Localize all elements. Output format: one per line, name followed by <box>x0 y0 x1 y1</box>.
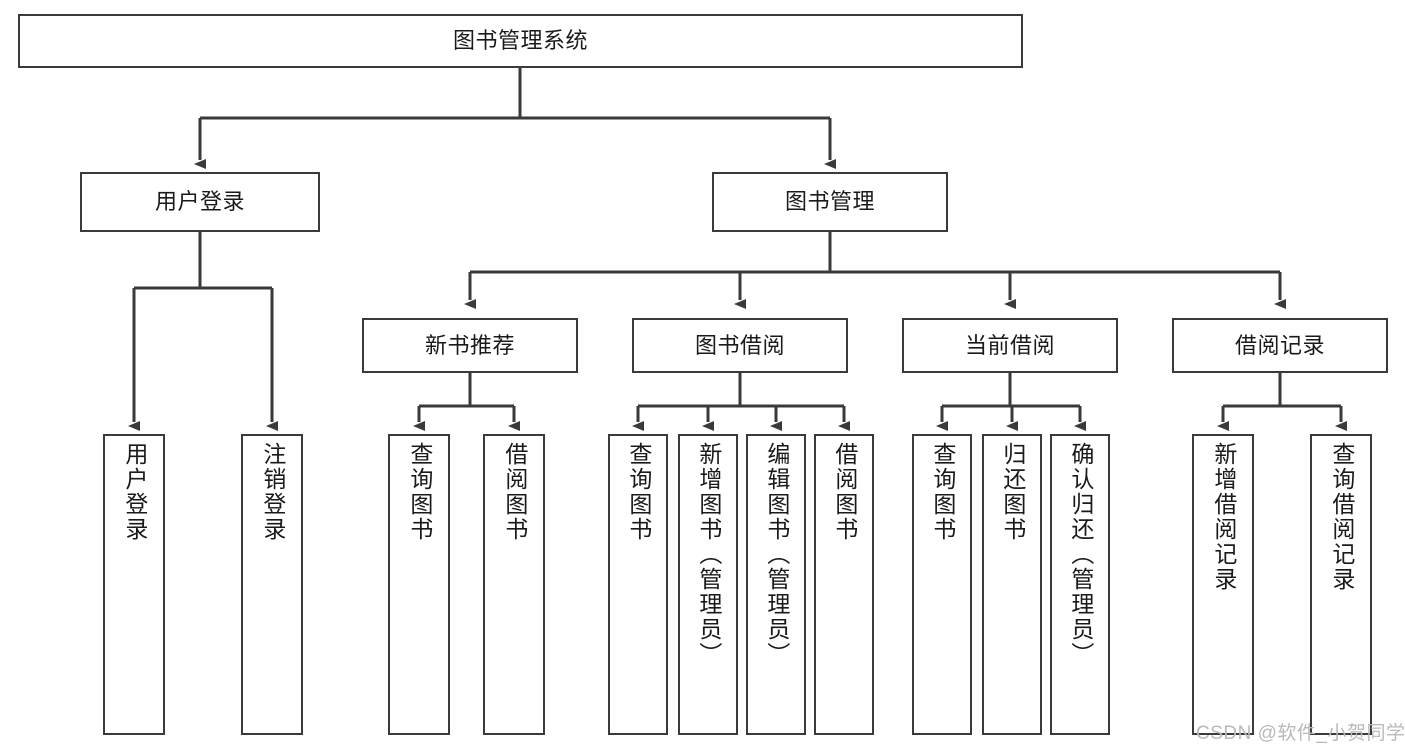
node-leaf-12[interactable]: 查询借阅记录 <box>1310 434 1372 735</box>
node-level3-label: 图书借阅 <box>694 332 785 358</box>
node-leaf-label: 注销登录 <box>259 442 286 542</box>
node-leaf-6[interactable]: 编辑图书（管理员） <box>746 434 806 735</box>
node-level3-3[interactable]: 借阅记录 <box>1172 318 1388 373</box>
node-leaf-5[interactable]: 新增图书（管理员） <box>678 434 738 735</box>
node-leaf-0[interactable]: 用户登录 <box>103 434 165 735</box>
node-leaf-8[interactable]: 查询图书 <box>912 434 972 735</box>
node-leaf-label: 借阅图书 <box>831 442 858 542</box>
node-leaf-label: 新增借阅记录 <box>1210 442 1237 592</box>
node-root-label: 图书管理系统 <box>452 28 588 54</box>
node-level3-label: 当前借阅 <box>964 332 1055 358</box>
node-leaf-label: 编辑图书（管理员） <box>763 442 790 667</box>
node-level3-label: 新书推荐 <box>424 332 515 358</box>
node-level2-label: 图书管理 <box>784 189 875 215</box>
node-level2-1[interactable]: 图书管理 <box>712 172 948 232</box>
node-leaf-3[interactable]: 借阅图书 <box>483 434 545 735</box>
node-leaf-label: 查询图书 <box>406 442 433 542</box>
node-leaf-7[interactable]: 借阅图书 <box>814 434 874 735</box>
node-level3-2[interactable]: 当前借阅 <box>902 318 1118 373</box>
node-level2-0[interactable]: 用户登录 <box>80 172 320 232</box>
node-leaf-label: 新增图书（管理员） <box>695 442 722 667</box>
node-leaf-label: 借阅图书 <box>501 442 528 542</box>
node-leaf-label: 用户登录 <box>121 442 148 542</box>
node-leaf-9[interactable]: 归还图书 <box>982 434 1042 735</box>
node-leaf-2[interactable]: 查询图书 <box>388 434 450 735</box>
node-leaf-label: 查询借阅记录 <box>1328 442 1355 592</box>
node-leaf-label: 归还图书 <box>999 442 1026 542</box>
node-leaf-label: 确认归还（管理员） <box>1067 442 1094 667</box>
node-root[interactable]: 图书管理系统 <box>18 14 1023 68</box>
node-leaf-4[interactable]: 查询图书 <box>608 434 668 735</box>
node-level3-0[interactable]: 新书推荐 <box>362 318 578 373</box>
watermark: CSDN @软件_小贺同学 <box>1196 723 1405 744</box>
node-leaf-11[interactable]: 新增借阅记录 <box>1192 434 1254 735</box>
node-leaf-10[interactable]: 确认归还（管理员） <box>1050 434 1110 735</box>
node-leaf-1[interactable]: 注销登录 <box>241 434 303 735</box>
node-level3-1[interactable]: 图书借阅 <box>632 318 848 373</box>
node-leaf-label: 查询图书 <box>929 442 956 542</box>
node-leaf-label: 查询图书 <box>625 442 652 542</box>
node-level2-label: 用户登录 <box>154 189 245 215</box>
node-level3-label: 借阅记录 <box>1234 332 1325 358</box>
